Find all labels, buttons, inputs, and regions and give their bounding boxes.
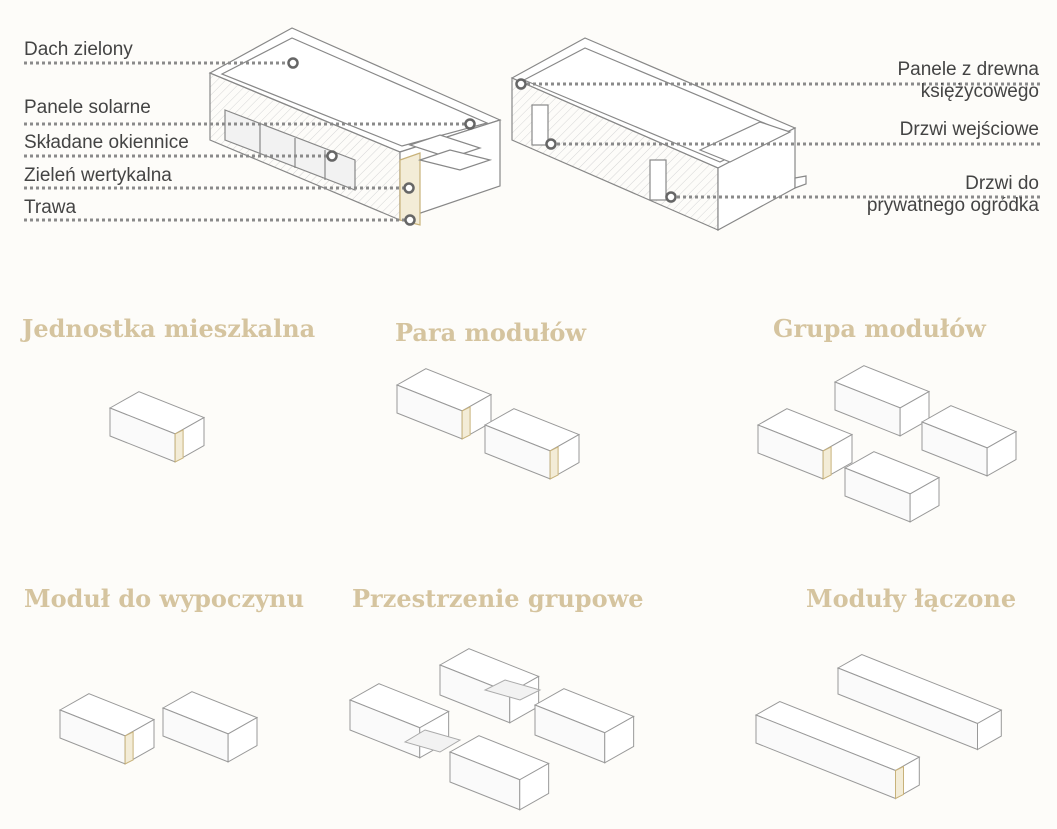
dot-green-roof	[287, 57, 299, 69]
dot-garden-door	[665, 191, 677, 203]
title-module-group: Grupa modułów	[773, 314, 986, 343]
solar-panels-2	[417, 149, 493, 171]
title-group-spaces: Przestrzenie grupowe	[352, 584, 644, 613]
dot-wood-panels	[515, 78, 527, 90]
label-wood-panels: Panele z drewna księżycowego	[897, 59, 1039, 102]
walkways	[403, 679, 542, 753]
solar-panels	[408, 134, 482, 159]
title-module-pair: Para modułów	[395, 318, 587, 347]
main-living-module	[208, 27, 502, 226]
label-grass: Trawa	[24, 197, 77, 218]
left-module-roof-inner	[220, 37, 489, 147]
unit-single-greenery	[174, 429, 184, 463]
rest-b-side	[227, 716, 258, 763]
dot-entrance-door	[545, 138, 557, 150]
title-living-unit: Jednostka mieszkalna	[22, 314, 316, 343]
label-folding-shutters: Składane okiennice	[24, 132, 189, 153]
label-vertical-greenery: Zieleń wertykalna	[24, 165, 172, 186]
folding-shutters	[224, 109, 356, 191]
space-d-side	[519, 762, 550, 811]
label-green-roof: Dach zielony	[24, 39, 133, 60]
walkway-1	[483, 679, 542, 701]
right-callout-dots	[515, 78, 677, 203]
title-rest-module: Moduł do wypoczynu	[24, 584, 305, 613]
joined-a-side	[977, 709, 1002, 751]
dot-solar	[464, 118, 476, 130]
left-callouts	[24, 61, 470, 222]
label-entrance-door: Drzwi wejściowe	[899, 119, 1039, 140]
entrance-module	[510, 37, 807, 232]
garden-door	[649, 159, 667, 201]
joined-b-greenery	[895, 765, 904, 800]
walkway-2	[403, 729, 462, 753]
right-callouts	[521, 82, 1040, 199]
pair-b-greenery	[549, 446, 559, 480]
title-joined-modules: Moduły łączone	[806, 584, 1017, 613]
label-garden-door: Drzwi do prywatnego ogródka	[866, 173, 1039, 216]
right-module-panels	[698, 121, 792, 163]
small-modules	[58, 365, 1018, 811]
pair-a-greenery	[461, 406, 471, 440]
group-d-side	[909, 476, 940, 523]
left-callout-dots	[287, 57, 476, 226]
rest-a-greenery	[124, 731, 134, 765]
dot-grass	[404, 214, 416, 226]
group-c-side	[986, 430, 1017, 477]
group-b-greenery	[822, 446, 832, 480]
space-c-side	[604, 715, 635, 764]
label-solar-panels: Panele solarne	[24, 97, 151, 118]
dot-greenery	[403, 182, 415, 194]
entrance-door	[531, 104, 549, 146]
right-module-ledge	[794, 175, 807, 189]
dot-shutters	[326, 150, 338, 162]
